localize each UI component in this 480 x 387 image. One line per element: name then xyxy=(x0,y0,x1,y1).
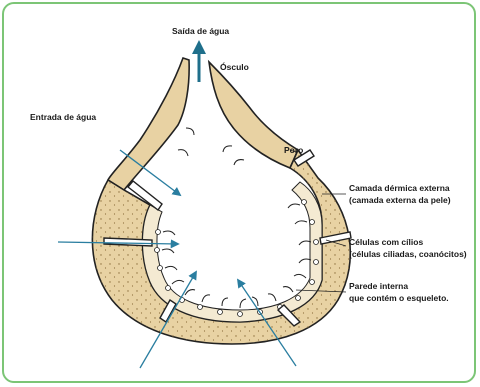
label-celulas-1: Células com cílios xyxy=(349,237,423,247)
label-parede-2: que contém o esqueleto. xyxy=(349,293,449,303)
label-poro: Poro xyxy=(284,145,303,155)
label-parede-1: Parede interna xyxy=(349,281,408,291)
label-osculo: Ósculo xyxy=(220,61,249,72)
label-entrada: Entrada de água xyxy=(30,112,96,122)
label-saida: Saída de água xyxy=(172,26,229,36)
exit-arrow xyxy=(192,40,206,82)
label-camada-1: Camada dérmica externa xyxy=(349,183,450,193)
label-camada-2: (camada externa da pele) xyxy=(349,195,451,205)
label-celulas-2: (células ciliadas, coanócitos) xyxy=(349,249,467,259)
